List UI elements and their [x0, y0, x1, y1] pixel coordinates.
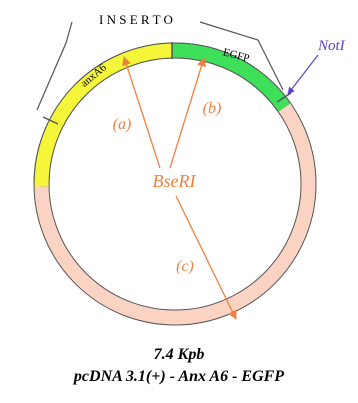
fragment-a-line — [122, 56, 161, 169]
fragment-c-label: (c) — [176, 258, 194, 275]
plasmid-name: pcDNA 3.1(+) - Anx A6 - EGFP — [73, 368, 285, 385]
fragment-c-line — [175, 195, 237, 320]
fragment-b-line — [169, 57, 206, 169]
bseRI-label: BseRI — [153, 171, 197, 191]
plasmid-size: 7.4 Kpb — [153, 346, 205, 363]
anxA6-segment-fill — [34, 43, 173, 187]
notI-label: NotI — [317, 38, 346, 54]
notI-arrow — [287, 54, 319, 95]
fragment-b-label: (b) — [203, 100, 222, 117]
fragment-a-label: (a) — [113, 116, 132, 133]
insert-bracket — [199, 21, 284, 91]
segment-boundary — [42, 116, 59, 125]
egfp-segment-fill — [172, 43, 291, 112]
insert-bracket — [36, 21, 73, 111]
insert-label: I N S E R T O — [99, 12, 173, 27]
